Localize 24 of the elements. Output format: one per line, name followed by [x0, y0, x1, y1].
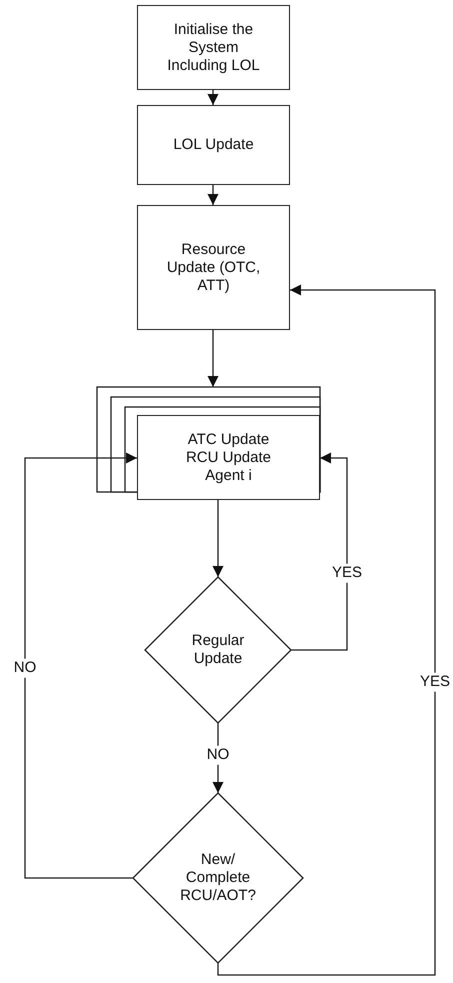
process-box — [137, 415, 320, 500]
node-label: LOL Update — [173, 136, 254, 154]
node-label: Resource Update (OTC, ATT) — [166, 240, 262, 294]
edge-label: YES — [332, 564, 362, 582]
edge-label: YES — [420, 672, 450, 692]
node-label: ATC Update RCU Update Agent i — [184, 430, 272, 484]
edge-label: NO — [206, 746, 230, 764]
arrow — [208, 330, 218, 387]
arrow — [208, 185, 218, 205]
node-label: Initialise the System Including LOL — [166, 20, 261, 74]
arrow — [291, 452, 348, 651]
arrow — [212, 500, 224, 577]
arrow — [24, 452, 137, 879]
node-label: Regular Update — [190, 632, 246, 668]
process-box — [137, 105, 290, 185]
edge-label: NO — [14, 658, 36, 678]
decision-diamond — [133, 793, 303, 963]
arrow — [212, 723, 224, 793]
process-box — [137, 205, 290, 330]
arrow — [217, 284, 436, 976]
arrow — [208, 90, 218, 105]
decision-diamond — [145, 577, 291, 723]
node-label: New/ Complete RCU/AOT? — [179, 851, 257, 905]
process-box — [137, 5, 290, 90]
